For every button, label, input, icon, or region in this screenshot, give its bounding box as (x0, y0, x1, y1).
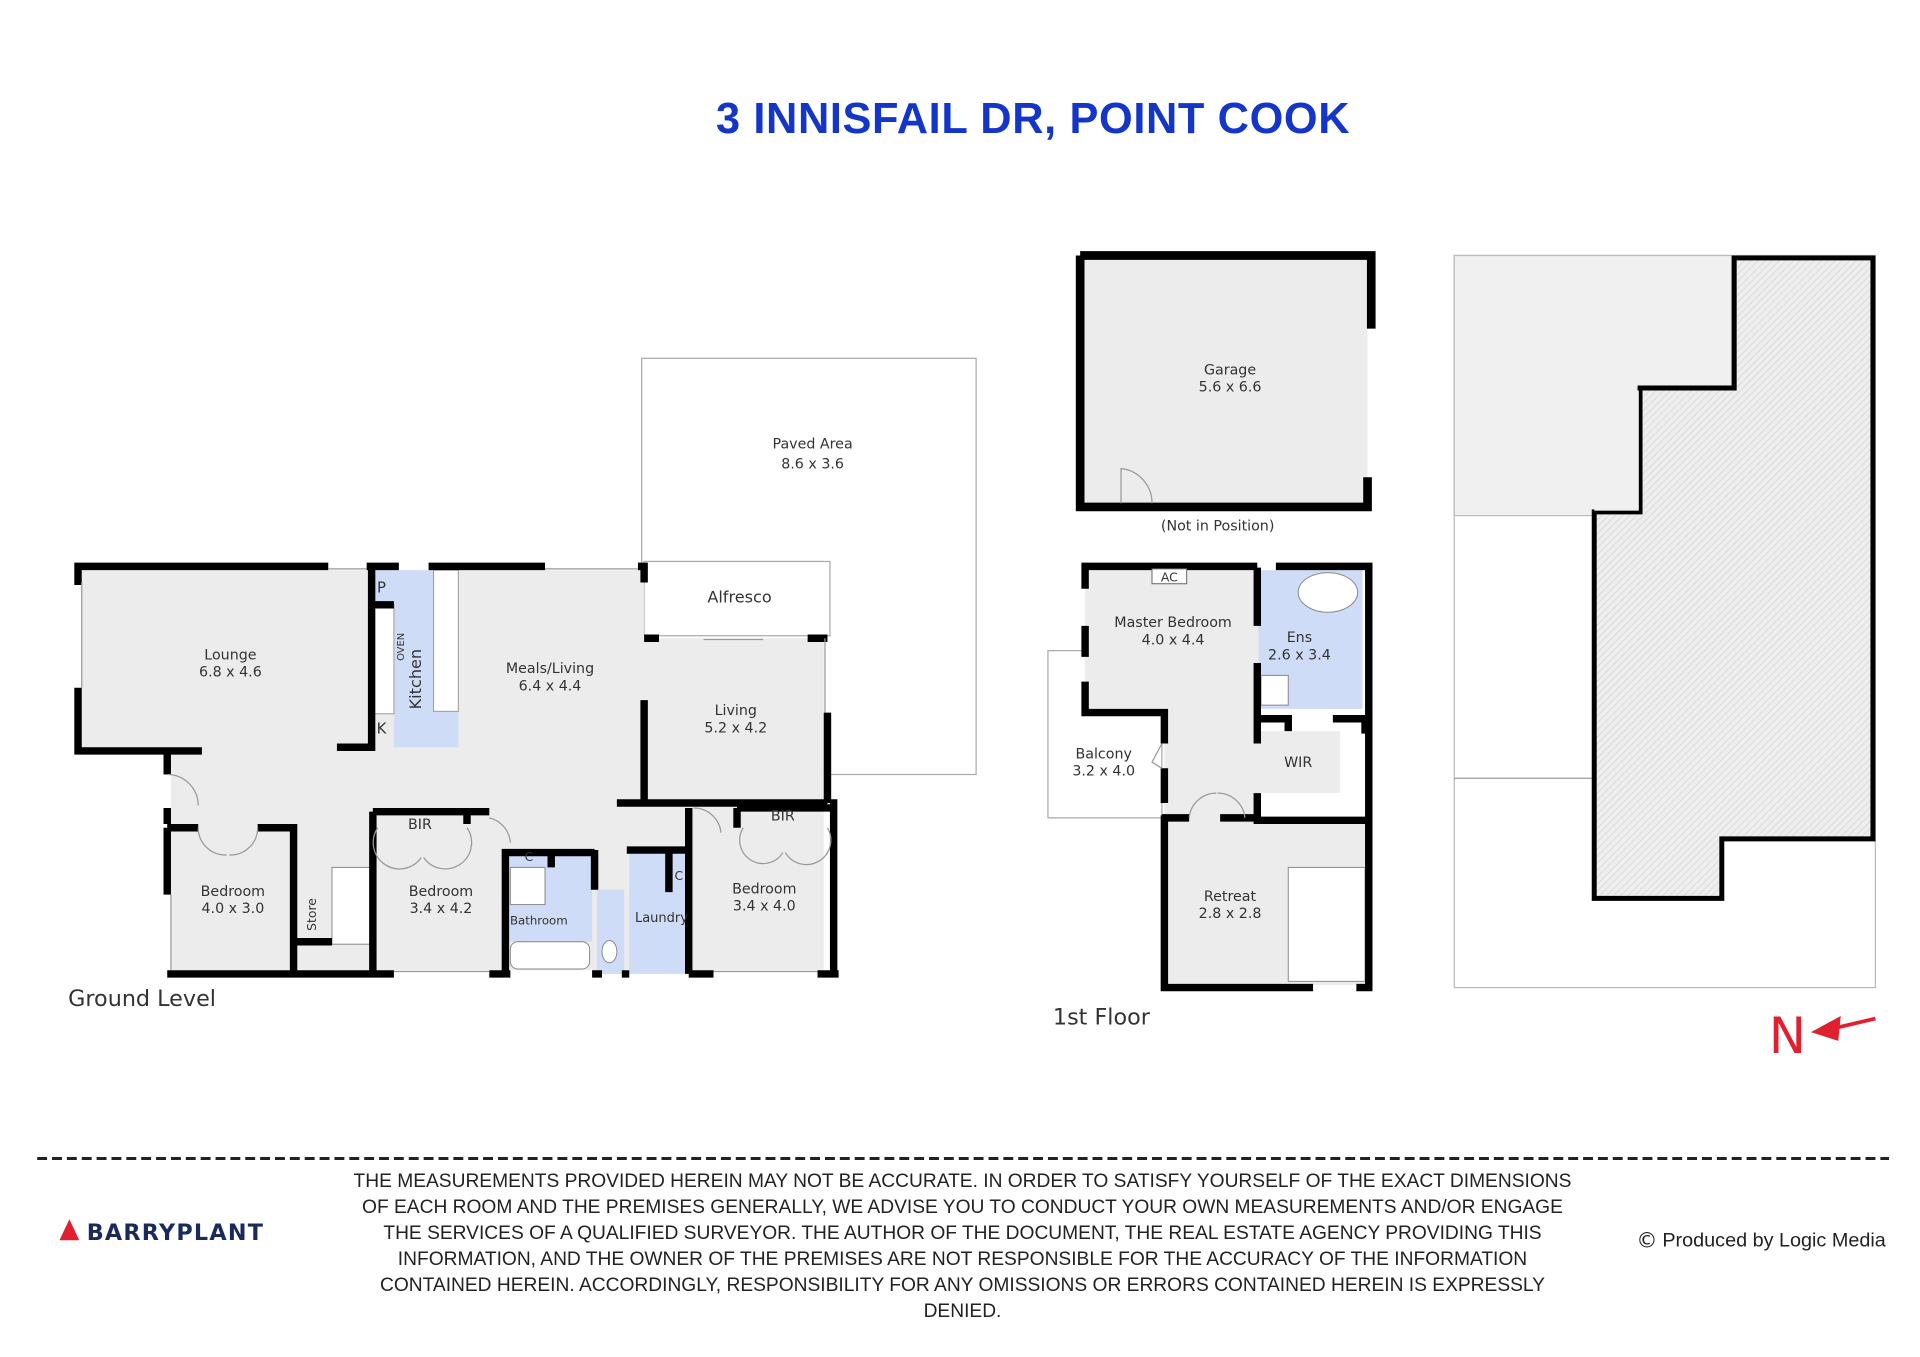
svg-text:THE MEASUREMENTS PROVIDED HERE: THE MEASUREMENTS PROVIDED HEREIN MAY NOT… (354, 1171, 1572, 1192)
paved-area-dims: 8.6 x 3.6 (781, 457, 844, 473)
spa-bath (1297, 572, 1359, 613)
room-ensuite-name: Ens (1287, 630, 1312, 646)
k-label: K (377, 720, 388, 738)
garage-note: (Not in Position) (1161, 518, 1275, 534)
room-bedroom-2-name: Bedroom (409, 884, 473, 900)
room-meals-living-name: Meals/Living (506, 661, 594, 677)
credit: © Produced by Logic Media (1636, 1228, 1886, 1253)
svg-text:DENIED.: DENIED. (924, 1301, 1002, 1322)
disclaimer: THE MEASUREMENTS PROVIDED HEREIN MAY NOT… (354, 1171, 1572, 1322)
north-arrow-icon (1832, 1016, 1876, 1031)
room-meals-living-dims: 6.4 x 4.4 (519, 678, 582, 694)
svg-text:CONTAINED HEREIN. ACCORDINGLY,: CONTAINED HEREIN. ACCORDINGLY, RESPONSIB… (380, 1275, 1545, 1296)
room-master-bedroom-dims: 4.0 x 4.4 (1142, 632, 1205, 648)
laundry-area (629, 852, 692, 974)
credit-text: Produced by Logic Media (1662, 1229, 1886, 1251)
stairs (331, 866, 374, 945)
house-footprint (1591, 255, 1876, 901)
barryplant-logo: BARRYPLANT (59, 1219, 264, 1246)
room-lounge-name: Lounge (204, 647, 256, 663)
ensuite-shower (1260, 674, 1289, 706)
north-compass: N (1769, 1007, 1876, 1065)
svg-text:OF EACH ROOM AND THE PREMISES: OF EACH ROOM AND THE PREMISES GENERALLY,… (362, 1197, 1563, 1218)
bir-label-2: BIR (771, 808, 795, 824)
room-bedroom-3-name: Bedroom (732, 881, 796, 897)
svg-text:BARRYPLANT: BARRYPLANT (87, 1220, 264, 1246)
garage-plan: Garage 5.6 x 6.6 (Not in Position) (1075, 251, 1376, 534)
stairs-upper (1287, 866, 1366, 982)
garage-dims: 5.6 x 6.6 (1199, 380, 1262, 396)
room-balcony-name: Balcony (1075, 746, 1131, 762)
pantry-area (371, 570, 394, 605)
ground-level-label: Ground Level (68, 986, 216, 1012)
svg-text:INFORMATION, AND THE OWNER OF: INFORMATION, AND THE OWNER OF THE PREMIS… (398, 1249, 1527, 1270)
wir-label: WIR (1284, 755, 1312, 771)
pantry-label: P (377, 578, 386, 596)
room-retreat-name: Retreat (1204, 889, 1257, 905)
ground-level-plan: Lounge 6.8 x 4.6 Meals/Living 6.4 x 4.4 … (68, 357, 977, 1012)
first-floor-plan: AC Master Bedroom 4.0 x 4.4 Ens 2.6 x 3.… (1047, 562, 1373, 1031)
bathtub (509, 941, 591, 970)
bir-label-1: BIR (408, 817, 432, 833)
kitchen-bench (433, 569, 459, 712)
room-master-bedroom-name: Master Bedroom (1114, 615, 1232, 631)
room-bedroom-1-name: Bedroom (201, 884, 265, 900)
alfresco-label: Alfresco (707, 587, 771, 606)
laundry-label: Laundry (635, 911, 688, 926)
door-swings (167, 773, 832, 870)
garage-name: Garage (1204, 362, 1256, 378)
bathroom-label: Bathroom (510, 913, 568, 927)
windows (81, 568, 826, 973)
cupboard-label-2: C (674, 869, 683, 883)
paved-area-name: Paved Area (773, 437, 853, 453)
room-bedroom-3-dims: 3.4 x 4.0 (733, 899, 796, 915)
room-living-dims: 5.2 x 4.2 (704, 720, 767, 736)
cupboard-label-1: C (525, 850, 534, 864)
store-label: Store (305, 898, 319, 931)
alfresco (643, 560, 831, 637)
svg-text:THE SERVICES OF A QUALIFIED SU: THE SERVICES OF A QUALIFIED SURVEYOR. TH… (383, 1223, 1541, 1244)
shower (509, 866, 546, 906)
ac-label: AC (1161, 570, 1178, 584)
room-bedroom-2-dims: 3.4 x 4.2 (410, 901, 473, 917)
copyright-icon: © (1636, 1228, 1657, 1253)
room-balcony-dims: 3.2 x 4.0 (1072, 764, 1135, 780)
room-ensuite-dims: 2.6 x 3.4 (1268, 647, 1331, 663)
toilet (601, 939, 618, 964)
ground-walls (74, 562, 839, 978)
room-retreat-dims: 2.8 x 2.8 (1199, 906, 1262, 922)
room-lounge-dims: 6.8 x 4.6 (199, 665, 262, 681)
site-plan (1453, 254, 1877, 989)
first-floor-label: 1st Floor (1053, 1005, 1151, 1031)
page-title: 3 INNISFAIL DR, POINT COOK (716, 95, 1350, 143)
room-living-name: Living (715, 703, 757, 719)
kitchen-label: Kitchen (406, 649, 425, 710)
oven-label: OVEN (396, 633, 407, 661)
north-letter: N (1769, 1007, 1806, 1065)
room-bedroom-1-dims: 4.0 x 3.0 (202, 901, 265, 917)
